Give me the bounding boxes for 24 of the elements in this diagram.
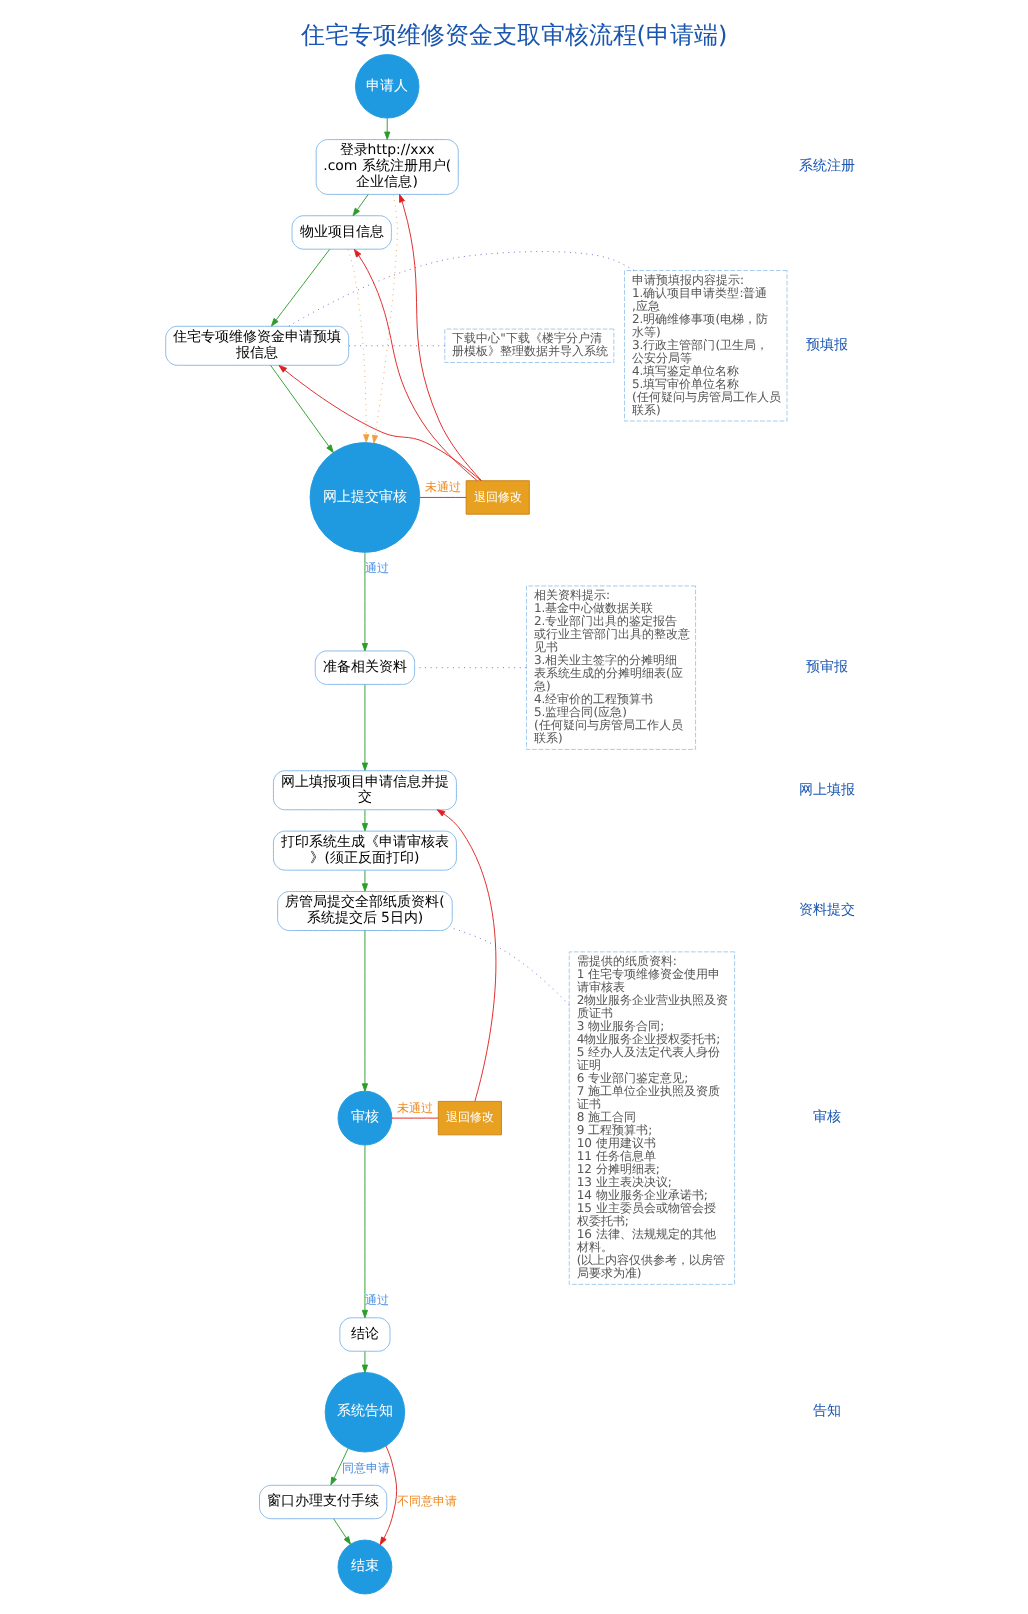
connector (391, 1117, 439, 1119)
arrow (270, 364, 334, 453)
arrow (371, 194, 398, 444)
arrow (361, 809, 368, 832)
arrow (278, 365, 482, 481)
arrow (384, 117, 391, 140)
arrow (330, 1447, 349, 1486)
arrow (399, 194, 483, 482)
connector (288, 251, 635, 327)
arrow (352, 194, 369, 217)
arrow (361, 930, 368, 1092)
arrow (361, 552, 368, 652)
arrow (361, 1144, 368, 1319)
diagram-title: 住宅专项维修资金支取审核流程(申请端) (300, 21, 728, 50)
arrow (271, 248, 331, 327)
arrow (347, 248, 370, 443)
arrow (379, 1445, 398, 1546)
arrow (361, 1351, 368, 1373)
arrow (361, 869, 368, 892)
arrow (436, 809, 497, 1102)
arrow (353, 248, 478, 481)
arrow (361, 684, 368, 771)
arrow (333, 1518, 351, 1545)
connector (419, 496, 467, 498)
